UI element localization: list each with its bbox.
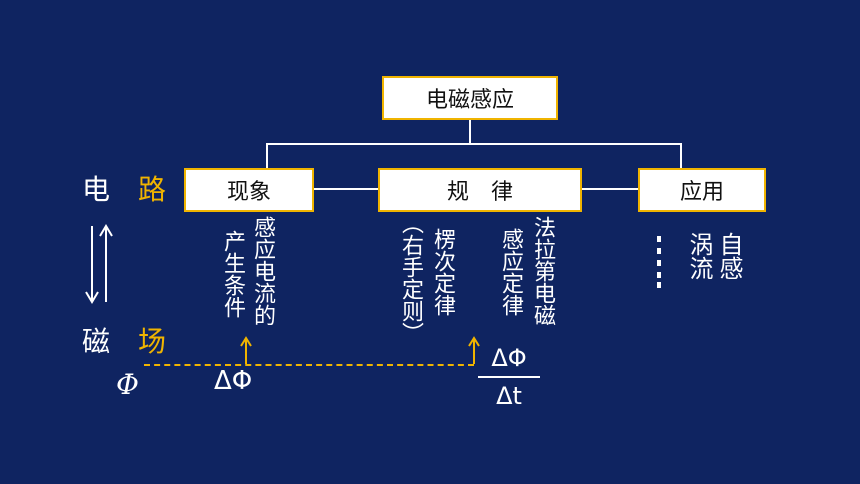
fraction-denominator: Δt bbox=[496, 382, 522, 410]
arrow-up-icon bbox=[468, 336, 480, 364]
magnetic-char: 磁 bbox=[82, 325, 111, 358]
flux-rate-fraction: ΔΦ Δt bbox=[478, 344, 540, 410]
road-char: 路 bbox=[138, 173, 167, 206]
arrow-up-icon bbox=[240, 336, 252, 364]
law-label: 规 律 bbox=[446, 180, 513, 205]
phenomenon-label: 现象 bbox=[226, 180, 271, 205]
branch-right-line bbox=[680, 143, 682, 169]
phenomenon-column-1: 感应电流的 bbox=[250, 216, 275, 326]
fraction-numerator: ΔΦ bbox=[491, 344, 527, 372]
law-box: 规 律 bbox=[378, 168, 582, 212]
branch-horizontal-line bbox=[266, 143, 682, 145]
delta-phi-text: ΔΦ bbox=[214, 366, 253, 396]
bidirectional-arrow-icon bbox=[85, 224, 113, 304]
faraday-column-2: 感应定律 bbox=[498, 228, 523, 316]
title-box: 电磁感应 bbox=[382, 76, 558, 120]
flux-symbol: Φ bbox=[116, 368, 139, 401]
phenomenon-column-2: 产生条件 bbox=[220, 230, 245, 318]
title-stem-line bbox=[469, 120, 471, 144]
lenz-column-1: 楞次定律 bbox=[430, 228, 455, 316]
dashed-flux-line bbox=[144, 364, 474, 366]
application-column-2: 涡流 bbox=[685, 232, 713, 280]
field-char: 场 bbox=[138, 325, 167, 358]
application-column-1: 自感 bbox=[715, 232, 743, 280]
ellipsis-dots-icon bbox=[657, 236, 661, 288]
link-left-line bbox=[314, 188, 378, 190]
branch-left-line bbox=[266, 143, 268, 169]
link-right-line bbox=[582, 188, 638, 190]
phenomenon-box: 现象 bbox=[184, 168, 314, 212]
title-text: 电磁感应 bbox=[425, 88, 514, 113]
faraday-column-1: 法拉第电磁 bbox=[530, 216, 555, 326]
electric-char: 电 bbox=[82, 173, 111, 206]
application-label: 应用 bbox=[679, 180, 724, 205]
application-box: 应用 bbox=[638, 168, 766, 212]
lenz-column-2: （右手定则） bbox=[398, 212, 423, 344]
fraction-bar bbox=[478, 376, 540, 378]
